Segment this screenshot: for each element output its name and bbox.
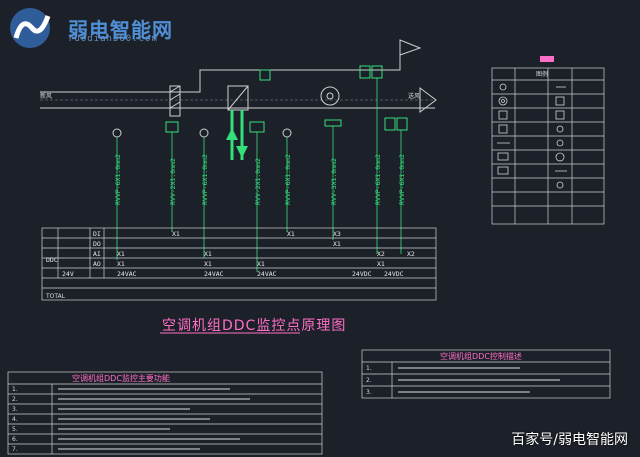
brand-logo: 弱电智能网 [8, 6, 173, 50]
duct-top-line [40, 39, 422, 93]
legend-symbols [497, 83, 567, 189]
diagram-title: 空调机组DDC监控点原理图 [162, 318, 347, 334]
fan-icon [320, 86, 340, 106]
brand-name: 弱电智能网 [68, 17, 173, 42]
left-table-grid [7, 371, 323, 455]
legend-table-grid [491, 67, 605, 225]
fan-status-icon [324, 119, 342, 127]
temp-sensor-3-icon [396, 117, 408, 131]
pressure-switch-icon [165, 121, 179, 133]
table-text-placeholders [58, 367, 560, 450]
filter-icon [169, 85, 181, 117]
temp-sensor-2-icon [371, 65, 383, 79]
io-table-grid [41, 227, 437, 301]
right-table-grid [361, 349, 611, 399]
freeze-sensor-icon [199, 128, 209, 138]
brand-url: ruodian360.com [68, 34, 158, 44]
flow-up-icon [226, 128, 238, 140]
air-arrow-icon [419, 87, 437, 113]
footer-watermark: 百家号/弱电智能网 [511, 432, 628, 448]
legend-title-marker [540, 56, 554, 62]
valve-actuator-icon [249, 121, 265, 133]
humidity-sensor-2-icon [384, 117, 396, 131]
signal-lines [116, 78, 402, 272]
logo-icon [10, 8, 51, 48]
dp-sensor-icon [282, 128, 292, 138]
coil-icon [227, 85, 249, 111]
humidity-sensor-icon [359, 65, 371, 79]
flow-down-icon [236, 146, 248, 158]
temp-sensor-icon [259, 69, 271, 81]
damper-actuator-icon [112, 128, 122, 138]
